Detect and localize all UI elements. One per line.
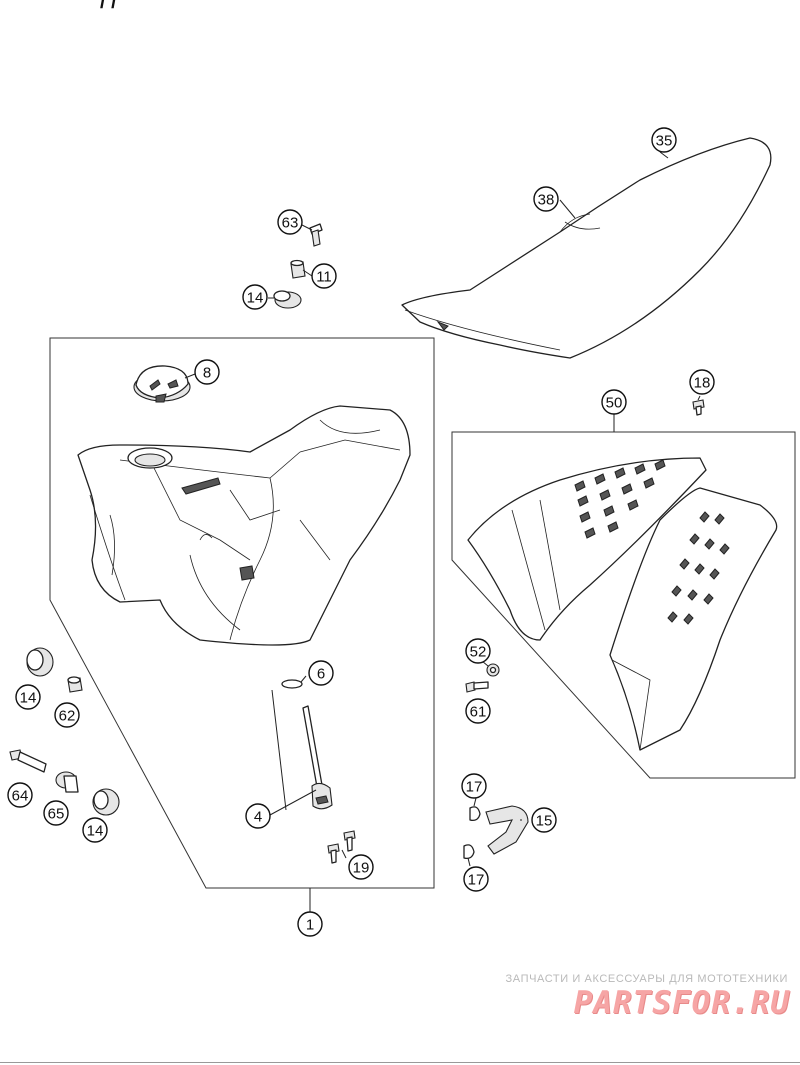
- callout-64-label: 64: [12, 788, 29, 805]
- shroud-right-part[interactable]: [609, 487, 778, 751]
- callout-17-bottom: 17: [463, 866, 489, 892]
- fuel-cap-part[interactable]: [133, 365, 191, 403]
- callout-61-label: 61: [470, 704, 487, 721]
- callout-52-label: 52: [470, 644, 487, 661]
- bolt-64-part[interactable]: [9, 749, 47, 773]
- callout-8-label: 8: [203, 365, 211, 382]
- rubber-bush-14-bottom-part[interactable]: [92, 788, 120, 816]
- callout-50: 50: [601, 389, 627, 415]
- callout-63: 63: [277, 209, 303, 235]
- callout-14-bottom: 14: [82, 817, 108, 843]
- callout-6: 6: [308, 660, 334, 686]
- callout-15: 15: [531, 807, 557, 833]
- seat-part[interactable]: [401, 137, 772, 359]
- callout-6-label: 6: [317, 666, 325, 683]
- leader-lines: [184, 151, 701, 912]
- callout-62-label: 62: [59, 708, 76, 725]
- spacer-11-part[interactable]: [290, 259, 306, 279]
- callout-11-label: 11: [316, 269, 332, 286]
- callout-65-label: 65: [48, 806, 65, 823]
- fuel-tank-group-frame: [49, 337, 435, 889]
- callout-17-bottom-label: 17: [468, 872, 485, 889]
- o-ring-6-part[interactable]: [281, 679, 303, 689]
- callout-63-label: 63: [282, 215, 299, 232]
- callout-18-label: 18: [694, 375, 711, 392]
- page-title-fragment: / /: [100, 0, 117, 13]
- screw-19-a-part[interactable]: [343, 830, 356, 852]
- callout-19: 19: [348, 854, 374, 880]
- watermark-tagline: ЗАПЧАСТИ И АКСЕССУАРЫ ДЛЯ МОТОТЕХНИКИ: [505, 973, 788, 985]
- callout-64: 64: [7, 782, 33, 808]
- screw-19-b-part[interactable]: [327, 843, 340, 864]
- screw-61-part[interactable]: [465, 681, 489, 693]
- bottom-divider: [0, 1062, 800, 1063]
- hose-clamp-17-a-part[interactable]: [469, 806, 481, 822]
- hose-clamp-17-b-part[interactable]: [463, 844, 475, 860]
- watermark-logo[interactable]: PARTSFOR.RU: [573, 985, 790, 1021]
- callout-14-left: 14: [15, 684, 41, 710]
- callout-15-label: 15: [536, 813, 553, 830]
- bushing-62-part[interactable]: [67, 676, 83, 693]
- callout-19-label: 19: [353, 860, 370, 877]
- callout-38: 38: [533, 186, 559, 212]
- fuel-hose-15-part[interactable]: [485, 805, 529, 855]
- callout-17-top-label: 17: [466, 779, 483, 796]
- callout-14-left-label: 14: [20, 690, 37, 707]
- screw-18-part[interactable]: [692, 399, 705, 416]
- callout-38-label: 38: [538, 192, 555, 209]
- callout-14-top: 14: [242, 284, 268, 310]
- callout-8: 8: [194, 359, 220, 385]
- callout-14-bottom-label: 14: [87, 823, 104, 840]
- callout-35-label: 35: [656, 133, 673, 150]
- callout-17-top: 17: [461, 773, 487, 799]
- callout-18: 18: [689, 369, 715, 395]
- rubber-bush-14-left-part[interactable]: [26, 647, 54, 677]
- washer-52-part[interactable]: [486, 663, 500, 677]
- fuel-tap-4-part[interactable]: [302, 705, 333, 810]
- shroud-group-frame: [451, 431, 796, 779]
- callout-35: 35: [651, 127, 677, 153]
- rubber-bush-14-top-part[interactable]: [273, 290, 302, 309]
- callout-4: 4: [245, 803, 271, 829]
- callout-65: 65: [43, 800, 69, 826]
- callout-14-top-label: 14: [247, 290, 264, 307]
- callout-4-label: 4: [254, 809, 262, 826]
- callout-50-label: 50: [606, 395, 623, 412]
- shroud-left-part[interactable]: [467, 457, 707, 641]
- callout-61: 61: [465, 698, 491, 724]
- fuel-tank-part[interactable]: [77, 405, 411, 646]
- bushing-65-part[interactable]: [55, 771, 79, 793]
- callout-1-label: 1: [306, 917, 314, 934]
- bolt-63-part[interactable]: [309, 223, 323, 247]
- callout-11: 11: [311, 263, 337, 289]
- callout-52: 52: [465, 638, 491, 664]
- callout-62: 62: [54, 702, 80, 728]
- callout-1: 1: [297, 911, 323, 937]
